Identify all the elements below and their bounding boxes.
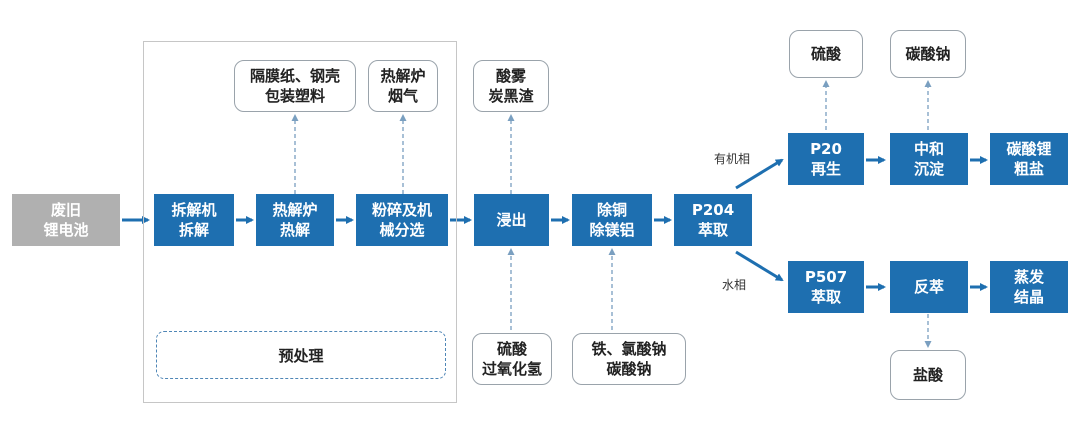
input-reagents: 铁、氯酸钠 碳酸钠 [572, 333, 686, 385]
node-neutralize: 中和 沉淀 [890, 133, 968, 185]
pretreatment-frame [143, 41, 457, 403]
node-strip: 反萃 [890, 261, 968, 313]
node-evaporate: 蒸发 结晶 [990, 261, 1068, 313]
label-organic-phase: 有机相 [714, 152, 751, 166]
node-p204-extraction: P204 萃取 [674, 194, 752, 246]
node-remove-copper: 除铜 除镁铝 [572, 194, 652, 246]
output-flue-gas: 热解炉 烟气 [368, 60, 438, 112]
node-waste-battery: 废旧 锂电池 [12, 194, 120, 246]
node-dismantle: 拆解机 拆解 [154, 194, 234, 246]
output-separator-shell: 隔膜纸、钢壳 包装塑料 [234, 60, 356, 112]
output-hydrochloric-acid: 盐酸 [890, 350, 966, 400]
node-li-crude-salt: 碳酸锂 粗盐 [990, 133, 1068, 185]
arrow-p204-p20 [735, 158, 784, 190]
label-aqueous-phase: 水相 [722, 278, 747, 292]
output-acid-mist: 酸雾 炭黑渣 [473, 60, 549, 112]
input-sulfuric-peroxide: 硫酸 过氧化氢 [472, 333, 552, 385]
pretreatment-label: 预处理 [156, 331, 446, 379]
output-sulfuric-acid: 硫酸 [789, 30, 863, 78]
arrow-p204-p507 [735, 250, 784, 282]
node-crush-separate: 粉碎及机 械分选 [356, 194, 448, 246]
output-sodium-carbonate: 碳酸钠 [890, 30, 966, 78]
node-pyrolysis: 热解炉 热解 [256, 194, 334, 246]
node-leach: 浸出 [474, 194, 549, 246]
node-p20-regeneration: P20 再生 [788, 133, 864, 185]
node-p507-extraction: P507 萃取 [788, 261, 864, 313]
